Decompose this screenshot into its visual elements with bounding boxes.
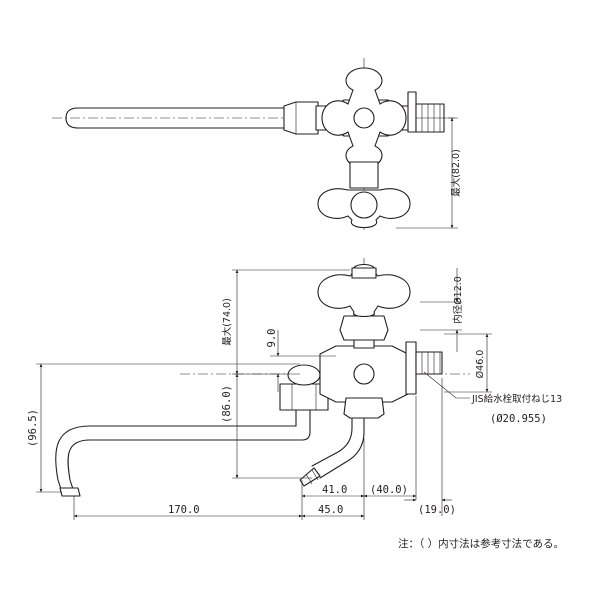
front-body-cap bbox=[353, 363, 375, 385]
dim-86: (86.0) bbox=[221, 385, 233, 423]
top-view: 最大(82.0) bbox=[52, 58, 462, 232]
front-inlet-flange bbox=[405, 341, 417, 395]
front-spout-tip bbox=[59, 487, 81, 497]
dim-40: (40.0) bbox=[370, 484, 408, 496]
front-handle-top bbox=[351, 267, 377, 279]
jis-thread-label: JIS給水栓取付ねじ13 bbox=[471, 393, 562, 405]
dim-inner-dia-12: 内径Ø12.0 bbox=[452, 276, 464, 324]
top-view-handle-cap bbox=[353, 107, 375, 129]
dimensions: 最大(74.0) 9.0 (86.0) (96.5) 内径Ø12.0 Ø46.0… bbox=[27, 268, 562, 520]
dim-max-82: 最大(82.0) bbox=[450, 149, 462, 197]
dim-dia-46: Ø46.0 bbox=[475, 350, 486, 379]
top-view-inlet-flange bbox=[407, 91, 417, 133]
jis-dia-label: (Ø20.955) bbox=[490, 413, 547, 425]
front-hose-connector bbox=[319, 403, 365, 479]
reference-dimension-note: 注：（ ）内寸法は参考寸法である。 bbox=[398, 537, 564, 550]
top-view-nut bbox=[283, 101, 319, 135]
front-spout-pipe-inner bbox=[55, 403, 297, 493]
front-hose-barb bbox=[299, 467, 321, 487]
dim-19: (19.0) bbox=[418, 504, 456, 516]
top-view-lower-handle-cap bbox=[350, 191, 378, 219]
top-view-lower-stem bbox=[349, 161, 379, 189]
front-inlet-thread bbox=[415, 351, 443, 375]
front-view bbox=[55, 258, 470, 497]
front-spout-pipe bbox=[67, 403, 311, 493]
dim-41: 41.0 bbox=[322, 484, 347, 496]
dim-45: 45.0 bbox=[318, 504, 343, 516]
top-view-spout-pipe bbox=[65, 107, 291, 129]
jis-leader bbox=[423, 371, 470, 399]
front-spout-union bbox=[287, 364, 321, 386]
dim-170: 170.0 bbox=[168, 504, 200, 516]
dim-9: 9.0 bbox=[266, 329, 278, 348]
dim-max-74: 最大(74.0) bbox=[221, 298, 233, 346]
dim-96-5: (96.5) bbox=[27, 409, 39, 447]
front-stem-packing bbox=[339, 315, 389, 341]
front-lower-nut bbox=[343, 397, 385, 419]
